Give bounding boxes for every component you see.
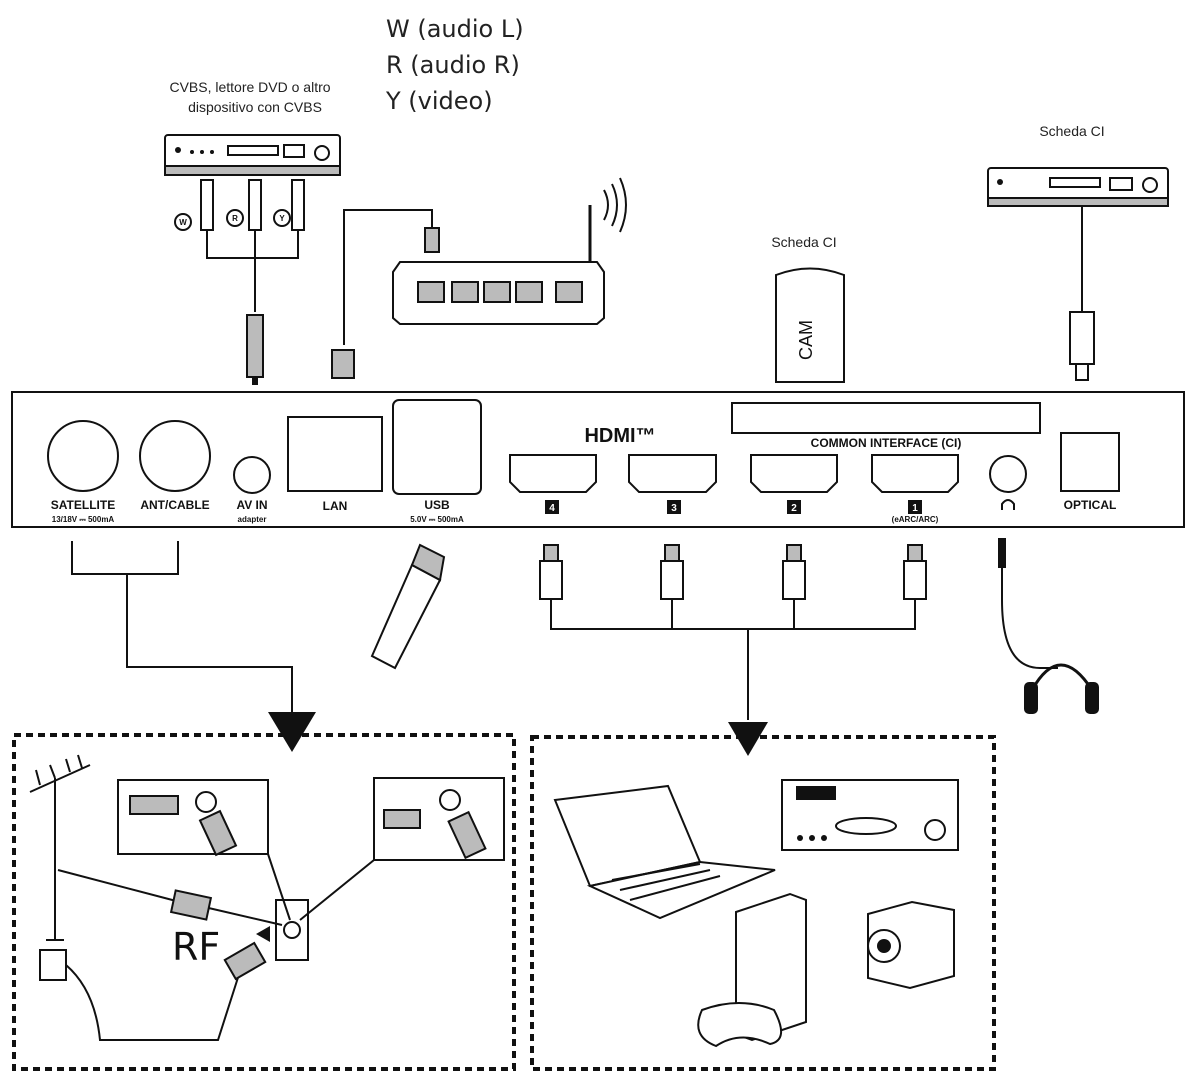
laptop-icon: [553, 784, 776, 920]
common-interface-slot: [731, 402, 1041, 434]
hdmi1-port-label: 1: [912, 503, 918, 514]
optical-port-label: OPTICAL: [1064, 498, 1117, 512]
hdmi-devices-box: [530, 735, 996, 1071]
lan-cable: [331, 209, 440, 379]
usb-port-label: USB: [424, 498, 450, 512]
headphones-icon: [998, 538, 1099, 714]
connector-detail-right: [299, 777, 505, 921]
ci-card-label-top: Scheda CI: [1039, 123, 1104, 139]
cam-card-icon: CAM: [775, 267, 845, 383]
usb-stick-icon: [370, 543, 446, 670]
cvbs-device-label-line2: dispositivo con CVBS: [188, 99, 322, 115]
rca-w-marker: W: [179, 218, 187, 227]
rf-label: RF: [172, 925, 220, 969]
hdmi1-port: [871, 454, 959, 493]
hdmi-logo: HDMI™: [584, 425, 655, 447]
common-interface-label: COMMON INTERFACE (CI): [811, 436, 962, 450]
antenna-cable: [57, 869, 283, 926]
audio-r-label: R (audio R): [386, 51, 520, 79]
rca-r-marker: R: [232, 214, 238, 223]
satellite-port-sublabel: 13/18V ⎓ 500mA: [52, 515, 115, 524]
satellite-port: [47, 420, 119, 492]
rca-y-marker: Y: [279, 214, 285, 223]
router-icon: [392, 177, 627, 325]
av-in-port-label: AV IN: [236, 498, 267, 512]
camcorder-icon: [867, 900, 955, 990]
hdmi4-port-label: 4: [549, 503, 555, 514]
audio-l-label: W (audio L): [386, 15, 524, 43]
hdmi2-port: [750, 454, 838, 493]
headphone-port: [989, 455, 1027, 493]
game-console-icon: [697, 892, 807, 1048]
optical-port: [1060, 432, 1120, 492]
optical-device-icon: [987, 167, 1169, 207]
av-in-port-sublabel: adapter: [238, 515, 267, 524]
satellite-port-label: SATELLITE: [51, 498, 115, 512]
hdmi-cables: [539, 544, 927, 720]
tv-rear-panel: SATELLITE 13/18V ⎓ 500mA ANT/CABLE AV IN…: [11, 391, 1185, 528]
rf-devices-box: [12, 733, 516, 1071]
rca-cable: [200, 179, 305, 385]
hdmi2-port-label: 2: [791, 503, 797, 514]
hdmi3-port-label: 3: [671, 503, 677, 514]
av-in-port: [233, 456, 271, 494]
cvbs-device-label-line1: CVBS, lettore DVD o altro: [169, 79, 330, 95]
hdmi4-port: [509, 454, 597, 493]
lan-port-label: LAN: [323, 499, 348, 513]
lan-port: [287, 416, 383, 492]
blu-ray-player-icon: [781, 779, 959, 851]
ant-cable-port: [139, 420, 211, 492]
video-label: Y (video): [385, 87, 493, 115]
hdmi1-port-sublabel: (eARC/ARC): [892, 515, 939, 524]
dvd-player-icon: [164, 134, 341, 176]
rf-cable-loop: [39, 941, 267, 1041]
hdmi3-port: [628, 454, 717, 493]
connector-detail-left: [117, 779, 291, 921]
antenna-icon: [29, 754, 91, 941]
ci-card-label: Scheda CI: [771, 234, 836, 250]
headphone-port-icon: [1001, 499, 1015, 510]
wall-socket-icon: [256, 899, 309, 961]
optical-cable: [1069, 206, 1095, 381]
rf-connection-line: [71, 541, 293, 712]
ant-cable-port-label: ANT/CABLE: [140, 498, 209, 512]
rf-arrow: [268, 712, 316, 752]
usb-port: [392, 399, 482, 495]
usb-port-sublabel: 5.0V ⎓ 500mA: [410, 515, 464, 524]
cam-card-text: CAM: [796, 320, 816, 360]
